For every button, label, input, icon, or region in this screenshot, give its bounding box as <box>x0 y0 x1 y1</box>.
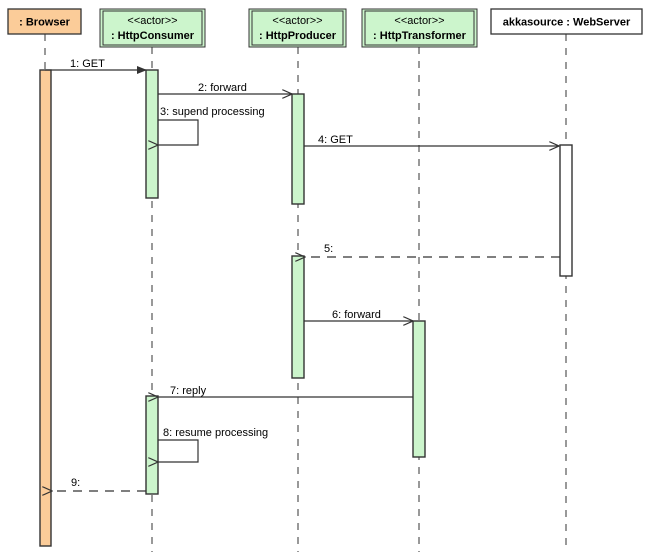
activation-bar-httptransformer <box>412 320 426 458</box>
message-label: 8: resume processing <box>163 427 268 439</box>
message-msg-1: 1: GET <box>45 58 147 74</box>
header-inner-border <box>251 10 344 46</box>
activation-bar-httpconsumer <box>145 69 159 199</box>
message-path-self <box>158 119 199 145</box>
lifeline-header-httptransformer[interactable]: <<actor>> : HttpTransformer <box>361 8 478 48</box>
activation-bar-httpproducer <box>291 93 305 205</box>
message-msg-8: 8: resume processing <box>158 427 268 462</box>
lifelines-layer <box>44 34 567 552</box>
message-msg-7: 7: reply <box>158 385 413 397</box>
message-label: 7: reply <box>170 385 207 397</box>
lifeline-header-httpconsumer[interactable]: <<actor>> : HttpConsumer <box>99 8 206 48</box>
activations-layer <box>39 69 573 547</box>
message-path-self <box>158 439 199 462</box>
lifeline-header-browser[interactable]: : Browser <box>7 8 82 35</box>
activation-bar-httpconsumer <box>145 395 159 495</box>
lifeline-headers-layer: : Browser<<actor>>: HttpConsumer<<actor>… <box>7 8 643 48</box>
activation-bar-webserver <box>559 144 573 277</box>
message-label: 3: supend processing <box>160 106 265 118</box>
messages-layer: 1: GET 2: forward 3: supend processing 4: G… <box>45 58 560 491</box>
lifeline-label: : HttpTransformer <box>373 30 467 42</box>
lifeline-stereotype: <<actor>> <box>127 15 177 27</box>
message-label: 1: GET <box>70 58 105 70</box>
lifeline-stereotype: <<actor>> <box>272 15 322 27</box>
lifeline-label: akkasource : WebServer <box>503 16 631 28</box>
message-msg-9: 9: <box>52 477 146 491</box>
lifeline-label: : HttpConsumer <box>111 30 195 42</box>
message-msg-2: 2: forward <box>158 82 292 94</box>
lifeline-stereotype: <<actor>> <box>394 15 444 27</box>
message-msg-4: 4: GET <box>304 134 559 146</box>
message-msg-6: 6: forward <box>304 309 413 321</box>
header-inner-border <box>102 10 203 46</box>
activation-bar-browser <box>39 69 52 547</box>
header-border <box>490 8 643 35</box>
activation-bar-httpproducer <box>291 255 305 379</box>
message-msg-5: 5: <box>305 243 560 257</box>
lifeline-label: : Browser <box>19 16 70 28</box>
message-msg-3: 3: supend processing <box>158 106 265 145</box>
header-inner-border <box>364 10 475 46</box>
message-label: 2: forward <box>198 82 247 94</box>
message-label: 9: <box>71 477 80 489</box>
message-label: 4: GET <box>318 134 353 146</box>
message-label: 6: forward <box>332 309 381 321</box>
message-label: 5: <box>324 243 333 255</box>
header-border <box>7 8 82 35</box>
lifeline-label: : HttpProducer <box>259 30 337 42</box>
lifeline-header-webserver[interactable]: akkasource : WebServer <box>490 8 643 35</box>
lifeline-header-httpproducer[interactable]: <<actor>> : HttpProducer <box>248 8 347 48</box>
